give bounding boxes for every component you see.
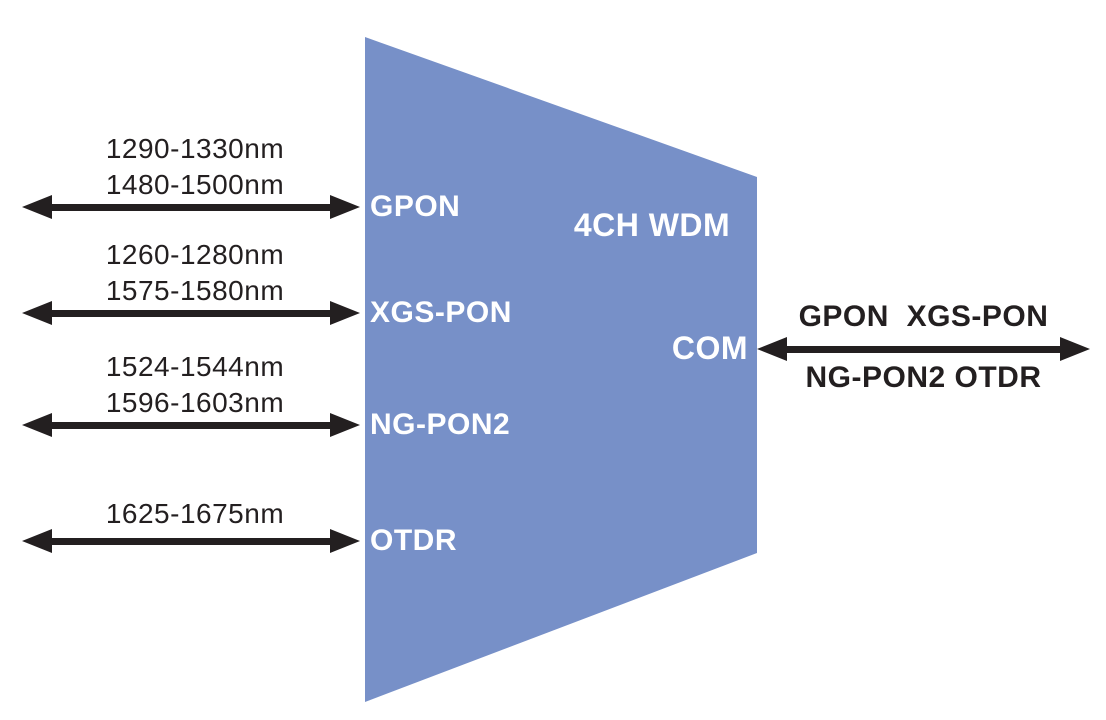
arrow-right-head-icon xyxy=(330,195,360,219)
otdr-port-label: OTDR xyxy=(370,524,457,557)
ng-pon2-port-label: NG-PON2 xyxy=(370,408,511,441)
arrow-right-head-icon xyxy=(1060,337,1090,361)
gpon-port-label: GPON xyxy=(370,190,461,223)
wdm-trapezoid-shape xyxy=(365,37,757,702)
arrow-right-head-icon xyxy=(330,413,360,437)
output-bottom-channels-label: NG-PON2 OTDR xyxy=(805,361,1042,394)
gpon-bidirectional-arrow xyxy=(22,195,360,219)
wavelength-line: 1290-1330nm xyxy=(105,133,285,164)
output-top-channels-label: GPON XGS-PON xyxy=(798,300,1049,333)
arrow-shaft xyxy=(52,309,330,317)
arrow-shaft xyxy=(52,203,330,211)
arrow-left-head-icon xyxy=(22,301,52,325)
com-bidirectional-arrow xyxy=(757,337,1090,361)
arrow-left-head-icon xyxy=(757,337,787,361)
xgs-pon-bidirectional-arrow xyxy=(22,301,360,325)
arrow-shaft xyxy=(52,421,330,429)
ng-pon2-bidirectional-arrow xyxy=(22,413,360,437)
otdr-wavelength-ranges: 1625-1675nm xyxy=(25,496,365,532)
arrow-right-head-icon xyxy=(330,301,360,325)
wavelength-line: 1260-1280nm xyxy=(105,239,285,270)
arrow-left-head-icon xyxy=(22,195,52,219)
com-port-label: COM xyxy=(671,330,748,366)
otdr-bidirectional-arrow xyxy=(22,529,360,553)
arrow-shaft xyxy=(787,345,1060,353)
xgs-pon-port-label: XGS-PON xyxy=(370,296,512,329)
wavelength-line: 1480-1500nm xyxy=(105,169,285,200)
wavelength-line: 1596-1603nm xyxy=(105,387,285,418)
arrow-left-head-icon xyxy=(22,413,52,437)
device-title: 4CH WDM xyxy=(573,207,731,243)
gpon-wavelength-ranges: 1290-1330nm 1480-1500nm xyxy=(25,131,365,203)
wavelength-line: 1524-1544nm xyxy=(105,351,285,382)
ng-pon2-wavelength-ranges: 1524-1544nm 1596-1603nm xyxy=(25,349,365,421)
xgs-pon-wavelength-ranges: 1260-1280nm 1575-1580nm xyxy=(25,237,365,309)
arrow-left-head-icon xyxy=(22,529,52,553)
wavelength-line: 1625-1675nm xyxy=(105,498,285,529)
arrow-shaft xyxy=(52,537,330,545)
arrow-right-head-icon xyxy=(330,529,360,553)
wavelength-line: 1575-1580nm xyxy=(105,275,285,306)
